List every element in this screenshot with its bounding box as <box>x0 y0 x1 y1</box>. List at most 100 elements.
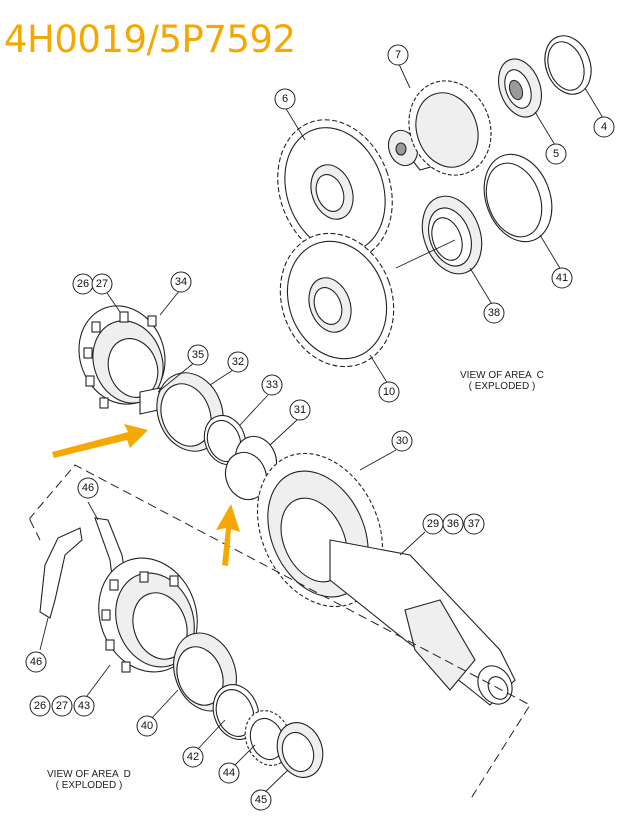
callout-circle <box>289 399 311 421</box>
callout-46: 46 <box>25 651 47 673</box>
callout-circle <box>483 302 505 324</box>
callout-number: 5 <box>553 148 559 160</box>
callout-number: 31 <box>294 404 306 416</box>
callout-number: 42 <box>187 751 199 763</box>
callout-circle <box>593 116 615 138</box>
highlight-arrow-1 <box>52 424 148 458</box>
callout-45: 45 <box>250 789 272 811</box>
callout-number: 7 <box>395 49 401 61</box>
callout-5: 5 <box>545 143 567 165</box>
callout-number: 45 <box>255 794 267 806</box>
callout-42: 42 <box>182 746 204 768</box>
callout-41: 41 <box>551 267 573 289</box>
callout-number: 27 <box>96 278 108 290</box>
callout-number: 43 <box>78 700 90 712</box>
callout-37: 37 <box>463 513 485 535</box>
callout-circle <box>25 651 47 673</box>
callout-number: 40 <box>141 720 153 732</box>
callout-number: 46 <box>30 656 42 668</box>
callout-circle <box>73 695 95 717</box>
callout-32: 32 <box>227 351 249 373</box>
callout-number: 34 <box>175 276 187 288</box>
callout-number: 33 <box>266 379 278 391</box>
callout-number: 44 <box>223 767 235 779</box>
callout-number: 26 <box>77 278 89 290</box>
callout-circle <box>136 715 158 737</box>
view-c-label: VIEW OF AREA C ( EXPLODED ) <box>460 370 544 392</box>
callout-4: 4 <box>593 116 615 138</box>
part-45-nut <box>276 722 324 778</box>
leader-lines <box>39 61 604 796</box>
callout-circle <box>463 513 485 535</box>
callout-43: 43 <box>73 695 95 717</box>
part-43-housing <box>98 557 198 673</box>
callout-circle <box>551 267 573 289</box>
callout-circle <box>51 695 73 717</box>
callout-29: 29 <box>422 513 444 535</box>
callout-number: 29 <box>427 518 439 530</box>
callout-number: 35 <box>192 349 204 361</box>
callout-26: 26 <box>29 695 51 717</box>
callout-circle <box>250 789 272 811</box>
highlight-arrow-2 <box>216 504 240 566</box>
callout-circle <box>170 271 192 293</box>
callout-34: 34 <box>170 271 192 293</box>
callout-circle <box>261 374 283 396</box>
callout-circle <box>391 430 413 452</box>
callout-27: 27 <box>51 695 73 717</box>
callout-10: 10 <box>378 381 400 403</box>
callout-circle <box>29 695 51 717</box>
part-4-ring <box>544 35 592 95</box>
callout-number: 6 <box>282 93 288 105</box>
area-d-boundary <box>29 464 531 801</box>
callout-36: 36 <box>442 513 464 535</box>
part-41-race <box>483 153 553 243</box>
callout-38: 38 <box>483 302 505 324</box>
part-7-pinion-gear <box>387 80 492 176</box>
callout-6: 6 <box>274 88 296 110</box>
callout-7: 7 <box>387 44 409 66</box>
callout-circle <box>182 746 204 768</box>
part-46-plate-lower <box>39 527 83 619</box>
callout-number: 30 <box>396 435 408 447</box>
callout-30: 30 <box>391 430 413 452</box>
callout-number: 10 <box>383 386 395 398</box>
callout-number: 26 <box>34 700 46 712</box>
callout-circle <box>227 351 249 373</box>
part-29-shaft <box>329 539 516 706</box>
part-10-gear <box>279 232 395 368</box>
callout-27: 27 <box>91 273 113 295</box>
callout-circle <box>274 88 296 110</box>
callout-circle <box>387 44 409 66</box>
part-34-housing <box>78 305 166 409</box>
view-d-label: VIEW OF AREA D ( EXPLODED ) <box>47 769 131 791</box>
callout-31: 31 <box>289 399 311 421</box>
callout-44: 44 <box>218 762 240 784</box>
part-5-bearing <box>498 58 542 118</box>
part-6-gear <box>277 119 393 261</box>
callout-number: 38 <box>488 307 500 319</box>
callout-circle <box>91 273 113 295</box>
callout-number: 4 <box>601 121 607 133</box>
callout-number: 32 <box>232 356 244 368</box>
callout-33: 33 <box>261 374 283 396</box>
callout-circle <box>77 477 99 499</box>
part-38-bearing <box>421 195 483 275</box>
callout-circle <box>187 344 209 366</box>
callout-number: 41 <box>556 272 568 284</box>
part-33-ring <box>203 414 247 466</box>
callout-number: 37 <box>468 518 480 530</box>
callout-number: 46 <box>82 482 94 494</box>
callout-40: 40 <box>136 715 158 737</box>
callout-26: 26 <box>72 273 94 295</box>
part-31-sleeve <box>224 435 278 501</box>
callout-circle <box>442 513 464 535</box>
callout-35: 35 <box>187 344 209 366</box>
callout-number: 36 <box>447 518 459 530</box>
callout-circle <box>545 143 567 165</box>
callout-number: 27 <box>56 700 68 712</box>
part-number-title: 4H0019/5P7592 <box>4 18 296 61</box>
